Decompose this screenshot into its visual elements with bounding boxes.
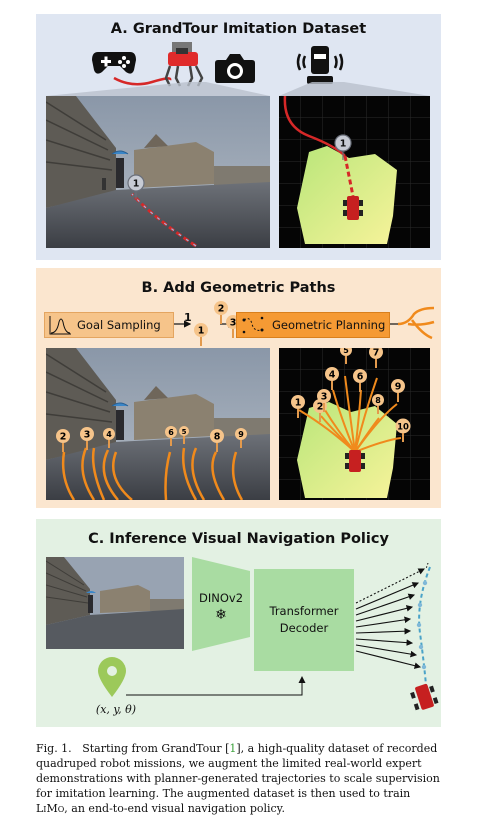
dinov2-label: DINOv2 <box>198 591 244 605</box>
svg-text:5: 5 <box>343 348 349 355</box>
flow-goal-1-label: 1 <box>184 311 192 324</box>
planning-icon <box>242 316 264 334</box>
caption-text-3: , an end-to-end visual navigation policy… <box>64 802 285 815</box>
robot-icon <box>410 683 439 711</box>
photo-goal-3: 3 <box>78 426 96 456</box>
map-goal-6: 6 <box>351 368 369 398</box>
map-goal-3: 3 <box>315 388 333 418</box>
panel-b: B. Add Geometric Paths Goal Sampling 1 1… <box>36 268 441 508</box>
transformer-decoder: Transformer Decoder <box>254 569 354 671</box>
map-goal-5: 5 <box>337 348 355 372</box>
map-goal-7: 7 <box>367 348 385 374</box>
svg-text:6: 6 <box>357 372 364 383</box>
svg-text:9: 9 <box>395 382 402 393</box>
caption-model-name: LiMo <box>36 802 65 815</box>
svg-text:3: 3 <box>321 392 328 403</box>
svg-text:2: 2 <box>218 304 225 315</box>
svg-text:1: 1 <box>198 326 205 337</box>
svg-text:5: 5 <box>182 428 187 436</box>
dinov2-encoder <box>192 557 250 651</box>
goal-pin-icon <box>98 657 126 697</box>
panel-c-title: C. Inference Visual Navigation Policy <box>88 531 389 547</box>
flow-goal-2: 2 <box>212 300 230 330</box>
svg-text:9: 9 <box>238 430 244 439</box>
camera-image: 1 <box>46 96 270 248</box>
gamepad-icon <box>92 52 136 74</box>
caption-text-1: Starting from GrandTour [ <box>82 742 230 755</box>
svg-text:4: 4 <box>329 370 336 381</box>
svg-text:4: 4 <box>106 430 112 439</box>
decoder-label-line1: Transformer <box>269 604 339 618</box>
figure-caption: Fig. 1. Starting from GrandTour [1], a h… <box>36 741 444 816</box>
svg-text:1: 1 <box>295 398 302 409</box>
map-goal-8: 8 <box>369 392 387 422</box>
panel-c: C. Inference Visual Navigation Policy DI… <box>36 519 441 727</box>
panel-a-title: A. GrandTour Imitation Dataset <box>110 21 367 37</box>
svg-text:3: 3 <box>230 318 237 329</box>
distribution-icon <box>49 316 71 335</box>
svg-text:8: 8 <box>375 396 381 405</box>
view-connector <box>46 82 430 96</box>
panel-b-title: B. Add Geometric Paths <box>141 280 336 296</box>
predicted-trajectory-fan <box>355 563 439 711</box>
photo-goal-2: 2 <box>54 428 72 458</box>
augmented-camera-image: 2 3 4 6 5 8 9 <box>46 348 270 500</box>
svg-text:10: 10 <box>397 423 409 433</box>
map-goal-9: 9 <box>389 378 407 408</box>
waypoint-pin-icon: 1 <box>334 134 352 160</box>
photo-goal-9: 9 <box>232 426 250 456</box>
goal-input-label: (x, y, θ) <box>95 703 137 716</box>
photo-goal-5: 5 <box>176 424 192 452</box>
camera-icon <box>215 54 255 83</box>
svg-text:1: 1 <box>340 139 347 150</box>
map-goal-4: 4 <box>323 366 341 396</box>
photo-goal-8: 8 <box>208 428 226 458</box>
svg-text:3: 3 <box>84 430 91 441</box>
map-goal-1: 1 <box>289 394 307 424</box>
decoder-label-line2: Decoder <box>279 621 329 635</box>
svg-text:6: 6 <box>168 428 174 437</box>
path-tree-icon <box>390 306 435 340</box>
input-camera-image <box>46 557 184 649</box>
svg-text:2: 2 <box>317 402 324 413</box>
svg-text:1: 1 <box>133 179 140 190</box>
geometric-planning-box: Geometric Planning <box>236 312 390 338</box>
goal-to-decoder-arrow <box>126 676 306 696</box>
augmented-lidar-map: 1 2 3 4 5 6 7 8 9 10 <box>279 348 430 500</box>
photo-goal-6: 6 <box>162 424 180 454</box>
flow-goal-1: 1 <box>192 322 210 352</box>
goal-sampling-label: Goal Sampling <box>77 318 161 332</box>
caption-text-2: ], a high-quality dataset of recorded qu… <box>36 742 440 800</box>
quadruped-robot-icon <box>164 42 204 87</box>
photo-goal-4: 4 <box>100 426 118 456</box>
svg-text:8: 8 <box>214 432 221 443</box>
caption-fig-label: Fig. 1. <box>36 742 72 755</box>
frozen-snowflake-icon: ❄ <box>215 607 227 623</box>
svg-text:7: 7 <box>373 348 380 359</box>
expert-path-icon <box>113 76 172 86</box>
goal-sampling-box: Goal Sampling <box>44 312 174 338</box>
waypoint-pin-icon: 1 <box>127 174 145 199</box>
panel-a: A. GrandTour Imitation Dataset <box>36 14 441 260</box>
map-goal-10: 10 <box>393 418 413 448</box>
caption-reference-link[interactable]: 1 <box>229 742 237 755</box>
svg-text:2: 2 <box>60 432 67 443</box>
lidar-map: 1 <box>279 96 430 248</box>
geometric-planning-label: Geometric Planning <box>272 318 386 332</box>
